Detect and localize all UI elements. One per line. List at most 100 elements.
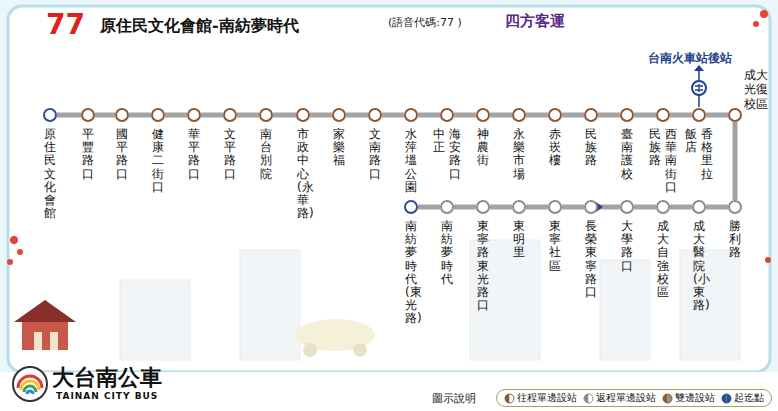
bus-stop: 永樂市場 <box>512 108 526 122</box>
stop-name: 家樂福 <box>333 128 345 168</box>
stop-name: 西華南街口 <box>665 128 677 194</box>
route-segment <box>237 115 259 116</box>
stop-name: 成大光復校區 <box>744 68 768 111</box>
route-segment <box>95 115 115 116</box>
route-segment <box>418 115 440 116</box>
stop-name: 成大醫院(小東路) <box>693 220 705 312</box>
legend-symbol <box>721 393 732 404</box>
stop-name: 海安路口 <box>449 128 461 181</box>
bus-stop: 神農街 <box>476 108 490 122</box>
bus-stop: 東明里 <box>512 200 526 214</box>
bus-stop: 市政中心(永華路) <box>296 108 310 122</box>
legend-symbol <box>504 393 515 404</box>
stop-name: 成大自強校區 <box>657 220 669 299</box>
bus-stop: 文平路口 <box>223 108 237 122</box>
bus-stop: 南紡夢時代 <box>440 200 454 214</box>
route-segment <box>598 115 620 116</box>
stop-name: 民族路 <box>585 128 597 168</box>
stop-name: 中正 <box>433 128 445 154</box>
stop-name: 大學路口 <box>621 220 633 273</box>
route-segment <box>634 115 656 116</box>
legend-text: 往程單邊設站 <box>517 391 577 405</box>
route-segment <box>706 207 728 208</box>
stop-name: 神農街 <box>477 128 489 168</box>
legend-item: 返程單邊設站 <box>583 391 656 405</box>
stop-name: 民族路 <box>649 128 661 168</box>
logo-icon <box>13 367 47 401</box>
voice-code: (語音代碼:77 ) <box>388 15 462 30</box>
route-segment <box>706 115 728 116</box>
bus-stop: 平豐路口 <box>81 108 95 122</box>
route-segment <box>310 115 332 116</box>
stop-name: 勝利路 <box>729 220 741 260</box>
bus-stop: 文南路口 <box>368 108 382 122</box>
bus-stop: 中正海安路口 <box>440 108 454 122</box>
route-segment <box>57 115 81 116</box>
brand-english: TAINAN CITY BUS <box>56 391 158 401</box>
flowers <box>7 10 771 265</box>
bus-stop: 臺南護校 <box>620 108 634 122</box>
brand-name: 大台南公車 <box>52 363 162 393</box>
legend-item: 雙邊設站 <box>662 391 715 405</box>
stop-name: 平豐路口 <box>82 128 94 181</box>
route-segment <box>562 115 584 116</box>
bus-stop: 赤崁樓 <box>548 108 562 122</box>
stop-name: 赤崁樓 <box>549 128 561 168</box>
faint-buildings <box>120 240 740 360</box>
bus-stop: 東寧社區 <box>548 200 562 214</box>
stop-name: 文平路口 <box>224 128 236 181</box>
bus-stop: 南台別院 <box>259 108 273 122</box>
legend-symbol <box>662 393 673 404</box>
route-segment <box>454 115 476 116</box>
bus-stop: 大學路口 <box>620 200 634 214</box>
pavilion <box>14 300 76 350</box>
route-segment <box>418 207 440 208</box>
bus-stop: 東寧路東光路口 <box>476 200 490 214</box>
route-segment <box>165 115 187 116</box>
stop-name: 東寧社區 <box>549 220 561 273</box>
bus-stop: 華平路口 <box>187 108 201 122</box>
stop-name: 臺南護校 <box>621 128 633 181</box>
bus-stop: 香格里拉飯店 <box>692 108 706 122</box>
bus-stop: 家樂福 <box>332 108 346 122</box>
bus-stop: 成大自強校區 <box>656 200 670 214</box>
route-segment <box>346 115 368 116</box>
stop-name: 東寧路東光路口 <box>477 220 489 312</box>
bus-stop: 勝利路 <box>728 200 742 214</box>
stop-name: 文南路口 <box>369 128 381 181</box>
route-segment <box>129 115 151 116</box>
bus-stop: 原住民文化會館 <box>43 108 57 122</box>
route-segment <box>735 122 736 200</box>
legend-text: 返程單邊設站 <box>596 391 656 405</box>
legend-box: 往程單邊設站 返程單邊設站雙邊設站 起迄點 <box>496 389 772 407</box>
bus-stop: 成大光復校區 <box>728 108 742 122</box>
route-segment <box>490 207 512 208</box>
route-segment <box>273 115 296 116</box>
bus-stop: 南紡夢時代(東光路) <box>404 200 418 214</box>
route-segment <box>454 207 476 208</box>
toy-car <box>295 319 375 357</box>
stop-name: 長榮東寧路口 <box>585 220 597 299</box>
stop-name: 國平路口 <box>116 128 128 181</box>
stop-name: 南紡夢時代(東光路) <box>405 220 417 326</box>
operator-name: 四方客運 <box>505 12 565 31</box>
bus-stop: 民族路 <box>584 108 598 122</box>
route-segment <box>382 115 404 116</box>
legend-symbol <box>583 393 594 404</box>
legend-text: 起迄點 <box>734 391 764 405</box>
bus-stop: 水萍塭公園 <box>404 108 418 122</box>
route-segment <box>634 207 656 208</box>
bus-stop: 長榮東寧路口 <box>584 200 598 214</box>
stop-name: 永樂市場 <box>513 128 525 181</box>
transfer-icon <box>692 65 706 107</box>
panel <box>8 6 770 372</box>
stop-name: 健康二街口 <box>152 128 164 194</box>
stop-name: 南紡夢時代 <box>441 220 453 286</box>
route-segment <box>526 207 548 208</box>
stop-name: 原住民文化會館 <box>44 128 56 220</box>
route-segment <box>670 207 692 208</box>
legend-item: 往程單邊設站 <box>504 391 577 405</box>
legend-item: 起迄點 <box>721 391 764 405</box>
